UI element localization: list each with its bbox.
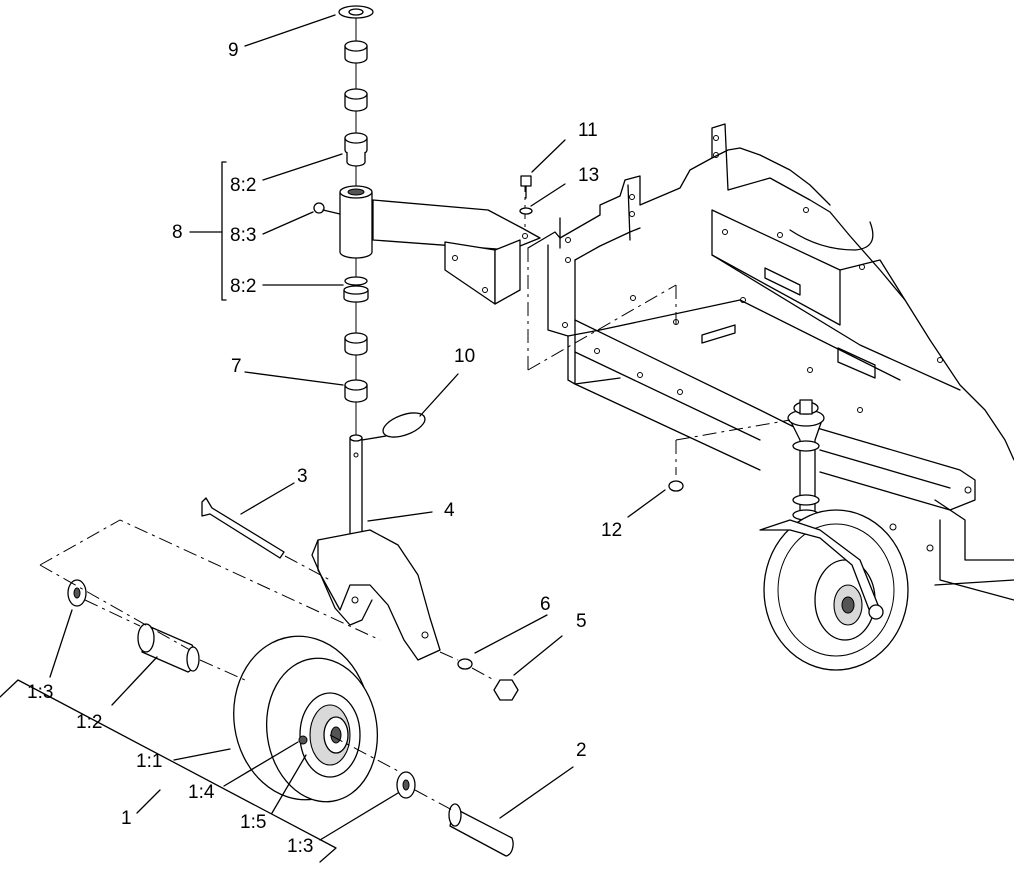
callout-7: 7: [231, 356, 242, 377]
callout-8-2-upper: 8:2: [230, 175, 256, 196]
callout-1: 1: [121, 808, 132, 829]
callout-8-2-lower: 8:2: [230, 276, 256, 297]
callout-1-3-right: 1:3: [287, 836, 313, 857]
callout-5: 5: [576, 611, 587, 632]
callout-1-1: 1:1: [136, 751, 162, 772]
callout-1-5: 1:5: [240, 812, 266, 833]
leader-lines: [0, 14, 666, 863]
mower-deck: [527, 123, 1014, 601]
callout-2: 2: [576, 740, 587, 761]
callout-3: 3: [297, 466, 308, 487]
callout-1-2: 1:2: [76, 712, 102, 733]
callout-8: 8: [172, 222, 183, 243]
callout-1-4: 1:4: [188, 782, 215, 803]
callout-9: 9: [228, 40, 239, 61]
callout-12: 12: [601, 520, 622, 541]
callout-8-3: 8:3: [230, 225, 256, 246]
exploded-caster-parts: [39, 5, 684, 857]
callout-labels: 9 8:2 8 8:3 8:2 7 10 11 13 12 3 4 6 5 2 …: [27, 40, 622, 857]
callout-4: 4: [444, 500, 455, 521]
callout-1-3-left: 1:3: [27, 682, 53, 703]
callout-6: 6: [540, 594, 551, 615]
callout-10: 10: [454, 346, 475, 367]
mounting-guide-lines: [524, 178, 791, 475]
callout-13: 13: [578, 165, 599, 186]
installed-caster-assembly: [759, 399, 909, 671]
callout-11: 11: [578, 120, 598, 141]
